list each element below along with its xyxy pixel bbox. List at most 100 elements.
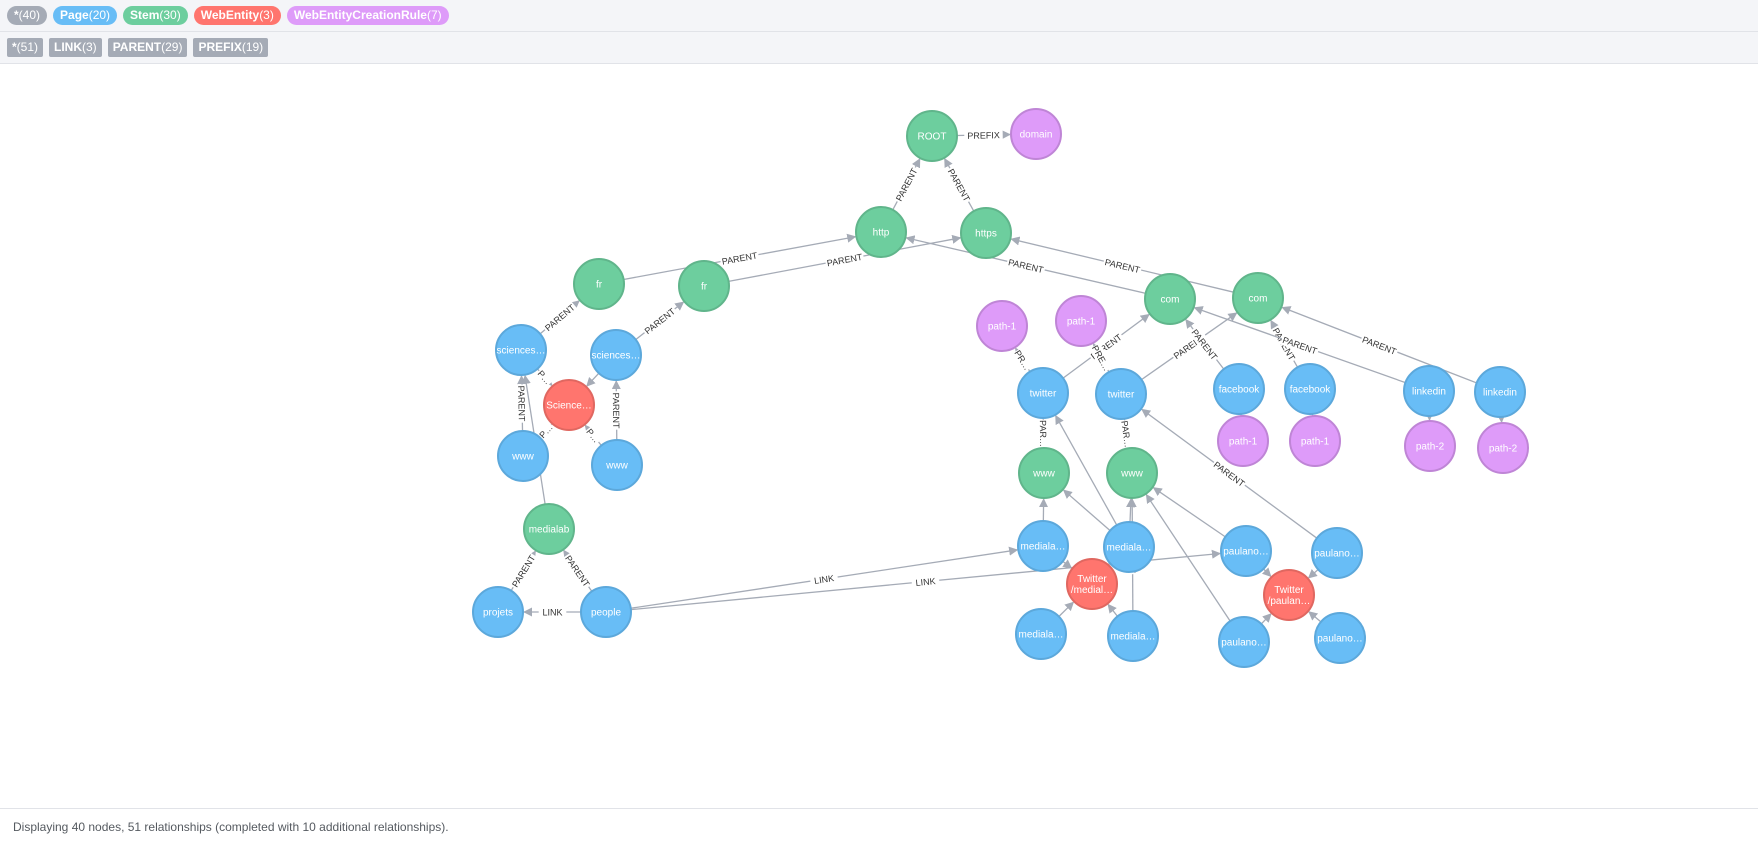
relationship-parent[interactable]: PARENT (610, 380, 623, 441)
relationship-p-[interactable]: P… (534, 366, 555, 388)
node-circle-page[interactable] (1107, 610, 1159, 662)
label-pill-page[interactable]: Page(20) (53, 6, 118, 25)
node-path1c[interactable]: path-1 (1217, 415, 1269, 467)
node-circle-stem[interactable] (855, 206, 907, 258)
relationship-parent[interactable]: PARENT (635, 301, 685, 341)
relationship-edge[interactable] (1260, 613, 1272, 625)
relationship-line[interactable] (1126, 498, 1136, 523)
node-circle-webentitycreationrule[interactable] (1404, 420, 1456, 472)
relationship-edge[interactable] (1107, 603, 1119, 617)
node-circle-page[interactable] (1311, 527, 1363, 579)
node-fr1[interactable]: fr (573, 258, 625, 310)
relationship-line[interactable] (1260, 613, 1272, 625)
node-twPaul[interactable]: Twitter/paulan… (1263, 569, 1315, 621)
node-circle-webentitycreationrule[interactable] (1055, 295, 1107, 347)
relationship-par-[interactable]: PAR… (1037, 418, 1050, 449)
node-pa2[interactable]: paulano… (1311, 527, 1363, 579)
node-sci1[interactable]: sciences… (495, 324, 547, 376)
node-circle-page[interactable] (1017, 520, 1069, 572)
relationship-edge[interactable] (1062, 489, 1111, 532)
graph-canvas[interactable]: PREFIX PARENT PARENT PARENT PARENT PARENT PARE… (0, 64, 1758, 808)
node-root[interactable]: ROOT (906, 110, 958, 162)
relationship-line[interactable] (1107, 603, 1119, 617)
node-path2a[interactable]: path-2 (1404, 420, 1456, 472)
node-domain[interactable]: domain (1010, 108, 1062, 160)
node-circle-webentitycreationrule[interactable] (1010, 108, 1062, 160)
node-projets[interactable]: projets (472, 586, 524, 638)
relationship-line[interactable] (1058, 601, 1075, 617)
relationship-edge[interactable] (1261, 567, 1272, 578)
node-www1[interactable]: www (497, 430, 549, 482)
node-pa4[interactable]: paulano… (1314, 612, 1366, 664)
node-com1[interactable]: com (1144, 273, 1196, 325)
node-tw2[interactable]: twitter (1095, 368, 1147, 420)
node-circle-stem[interactable] (1144, 273, 1196, 325)
node-circle-webentitycreationrule[interactable] (1217, 415, 1269, 467)
label-pill-stem[interactable]: Stem(30) (123, 6, 188, 25)
type-tag-prefix[interactable]: PREFIX(19) (193, 38, 269, 57)
relationship-line[interactable] (1307, 568, 1319, 579)
node-circle-page[interactable] (1095, 368, 1147, 420)
relationship-line[interactable] (1062, 489, 1111, 532)
relationship-parent[interactable]: PARENT (728, 234, 962, 283)
node-circle-page[interactable] (1474, 366, 1526, 418)
node-sci2[interactable]: sciences… (590, 329, 642, 381)
node-www3[interactable]: www (1018, 447, 1070, 499)
relationship-line[interactable] (1055, 414, 1118, 526)
relationship-parent[interactable]: PARENT (508, 550, 539, 592)
node-www2[interactable]: www (591, 439, 643, 491)
label-pill-webentity[interactable]: WebEntity(3) (193, 6, 281, 25)
node-fb1[interactable]: facebook (1213, 363, 1265, 415)
relationship-prefix[interactable]: PREFIX (956, 128, 1011, 142)
node-ml1[interactable]: mediala… (1017, 520, 1069, 572)
node-circle-page[interactable] (1314, 612, 1366, 664)
relationship-p-[interactable]: P… (583, 424, 604, 446)
node-circle-webentity[interactable] (543, 379, 595, 431)
node-circle-page[interactable] (497, 430, 549, 482)
relationship-parent[interactable]: PARENT (539, 300, 580, 335)
node-circle-stem[interactable] (1232, 272, 1284, 324)
relationship-line[interactable] (1152, 487, 1226, 538)
type-tag-link[interactable]: LINK(3) (49, 38, 102, 57)
node-fr2[interactable]: fr (678, 260, 730, 312)
node-circle-stem[interactable] (960, 207, 1012, 259)
relationship-pr-[interactable]: PR… (1011, 347, 1034, 373)
node-www4[interactable]: www (1106, 447, 1158, 499)
node-pa3[interactable]: paulano… (1218, 616, 1270, 668)
node-path1a[interactable]: path-1 (976, 300, 1028, 352)
relationship-parent[interactable]: PARENT (944, 157, 975, 212)
node-circle-page[interactable] (1220, 525, 1272, 577)
relationship-line[interactable] (1062, 559, 1073, 569)
relationship-par-[interactable]: PAR… (1118, 418, 1135, 449)
relationship-link[interactable]: LINK (630, 546, 1019, 609)
node-medialab[interactable]: medialab (523, 503, 575, 555)
relationship-parent[interactable]: PARENT (891, 158, 921, 211)
node-people[interactable]: people (580, 586, 632, 638)
node-ml4[interactable]: mediala… (1107, 610, 1159, 662)
relationship-edge[interactable] (1055, 414, 1118, 526)
node-circle-stem[interactable] (523, 503, 575, 555)
node-circle-page[interactable] (1103, 521, 1155, 573)
node-circle-stem[interactable] (906, 110, 958, 162)
relationship-edge[interactable] (1152, 487, 1226, 538)
node-circle-stem[interactable] (1106, 447, 1158, 499)
node-ml3[interactable]: mediala… (1015, 608, 1067, 660)
node-circle-stem[interactable] (678, 260, 730, 312)
node-http[interactable]: http (855, 206, 907, 258)
node-circle-page[interactable] (472, 586, 524, 638)
node-circle-page[interactable] (1015, 608, 1067, 660)
node-path2b[interactable]: path-2 (1477, 422, 1529, 474)
relationship-edge[interactable] (1126, 498, 1136, 523)
relationship-parent[interactable]: PARENT (561, 549, 594, 592)
label-pill-webentitycreationrule[interactable]: WebEntityCreationRule(7) (286, 6, 449, 25)
node-path1d[interactable]: path-1 (1289, 415, 1341, 467)
node-circle-page[interactable] (580, 586, 632, 638)
relationship-edge[interactable] (1145, 493, 1231, 622)
node-circle-page[interactable] (1218, 616, 1270, 668)
type-tag-all[interactable]: *(51) (7, 38, 44, 57)
node-circle-webentity[interactable] (1263, 569, 1315, 621)
node-circle-page[interactable] (1213, 363, 1265, 415)
node-circle-webentitycreationrule[interactable] (976, 300, 1028, 352)
relationship-line[interactable] (1308, 611, 1322, 623)
relationship-edge[interactable] (1307, 568, 1319, 579)
